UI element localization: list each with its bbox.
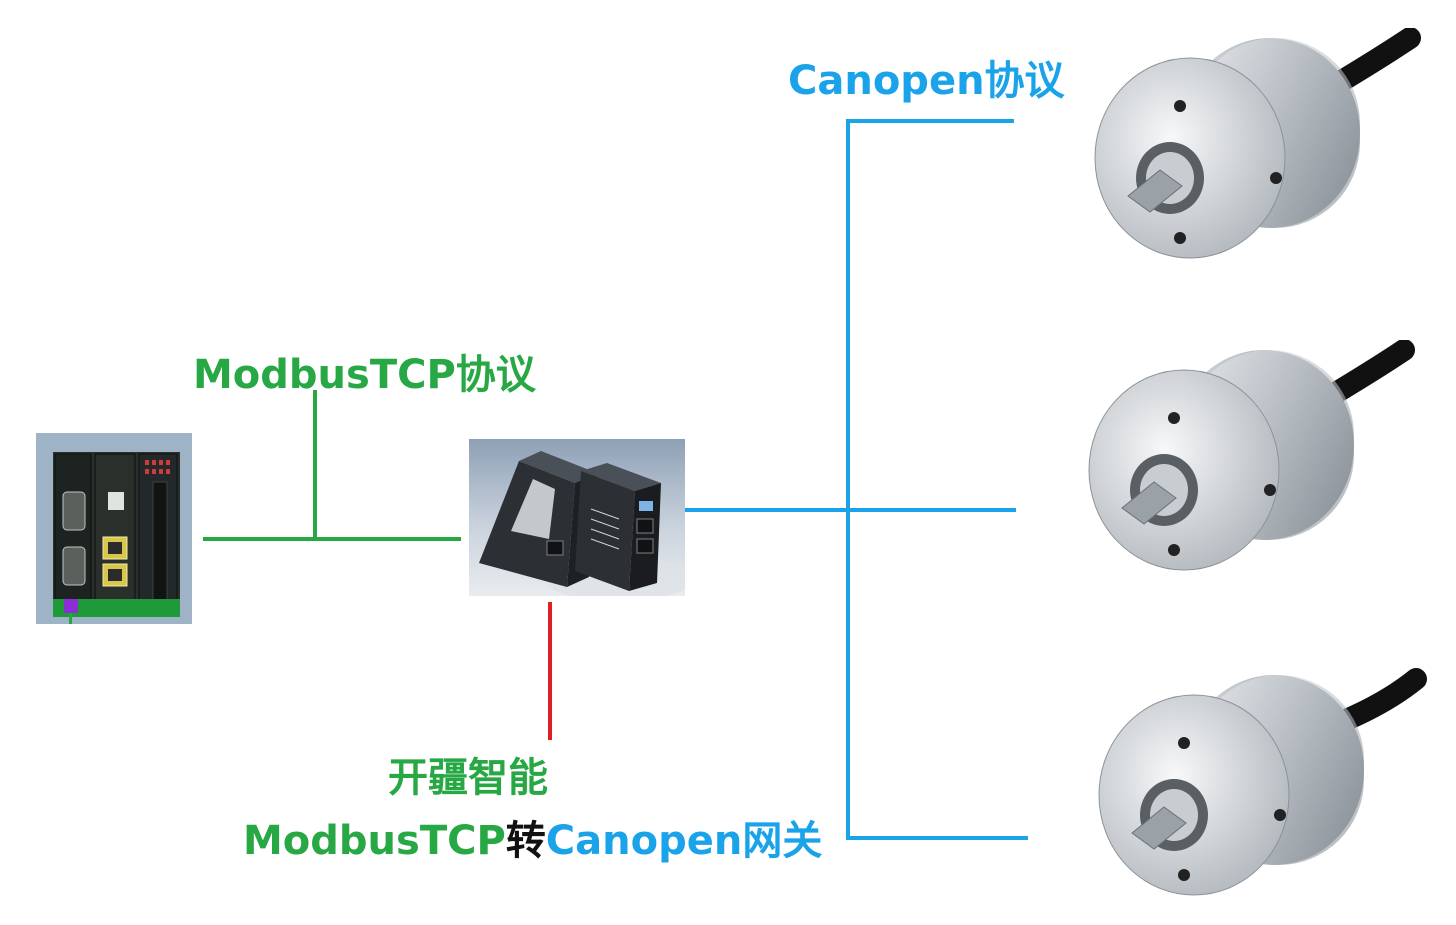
plc-detail-graphic bbox=[54, 453, 178, 615]
canopen-branch-top bbox=[846, 119, 1014, 123]
canopen-branch-bottom bbox=[846, 836, 1028, 840]
gateway-to-text: 转 bbox=[505, 818, 546, 864]
encoder-1-image bbox=[1094, 28, 1421, 259]
gateway-graphic bbox=[479, 451, 685, 596]
canopen-trunk-horizontal bbox=[685, 508, 1016, 512]
gateway-vendor-label: 开疆智能 bbox=[388, 755, 548, 801]
plc-green-lead bbox=[69, 613, 72, 624]
encoder-3-image bbox=[1098, 668, 1427, 896]
plc-device-image bbox=[36, 433, 192, 624]
modbus-bus-line bbox=[203, 537, 461, 541]
gateway-label-connector bbox=[548, 602, 552, 740]
gateway-canopen-text: Canopen bbox=[545, 818, 743, 864]
gateway-description-label: ModbusTCP转Canopen网关 bbox=[243, 808, 822, 866]
plc-din-rail bbox=[53, 599, 180, 617]
modbus-protocol-label: ModbusTCP协议 bbox=[193, 352, 536, 398]
gateway-device-image bbox=[469, 439, 685, 596]
gateway-suffix-text: 网关 bbox=[742, 818, 823, 864]
modbus-label-connector bbox=[313, 390, 317, 539]
canopen-protocol-label: Canopen协议 bbox=[788, 58, 1065, 104]
canopen-trunk-vertical bbox=[846, 119, 850, 840]
plc-indicator bbox=[64, 599, 78, 613]
encoder-2-image bbox=[1088, 340, 1415, 571]
plc-body bbox=[53, 452, 180, 617]
gateway-modbus-text: ModbusTCP bbox=[243, 818, 506, 864]
